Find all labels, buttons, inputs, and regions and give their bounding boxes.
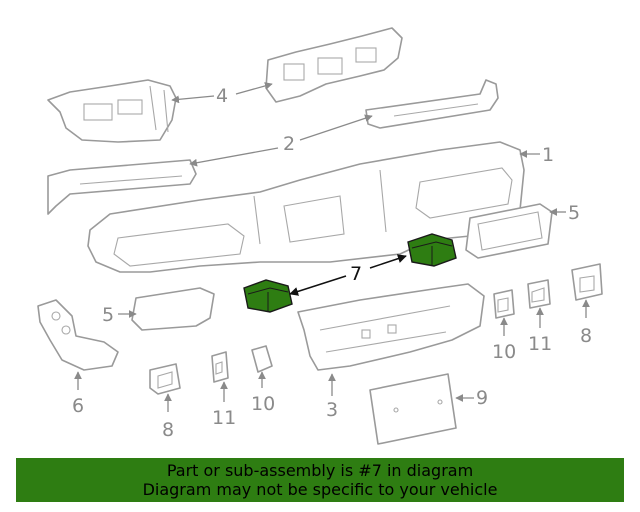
part-8-left-clip — [149, 363, 181, 395]
part-8-right-clip — [571, 263, 603, 301]
leader-4-left — [171, 95, 215, 104]
banner-line-part: Part or sub-assembly is #7 in diagram — [166, 461, 474, 480]
callout-1: 1 — [542, 144, 554, 166]
callout-5-left: 5 — [102, 304, 114, 326]
callout-10-right: 10 — [492, 341, 516, 363]
banner-line-disclaimer: Diagram may not be specific to your vehi… — [142, 480, 498, 499]
part-6-tow-hook — [37, 299, 119, 371]
leader-4-right — [235, 82, 273, 95]
part-7-highlighted-bracket-right[interactable] — [407, 233, 457, 267]
part-9-license-plate — [369, 373, 457, 445]
leader-7-left — [289, 275, 347, 296]
part-2-left-step-pad — [47, 159, 197, 215]
leader-7-right — [369, 254, 407, 269]
part-11-right-clip — [527, 279, 551, 309]
callout-8-right: 8 — [580, 325, 592, 347]
callout-3: 3 — [326, 399, 338, 421]
part-2-right-step-pad — [365, 79, 499, 129]
callout-2: 2 — [283, 133, 295, 155]
part-11-left-clip — [211, 351, 229, 383]
part-7-highlighted-bracket-left[interactable] — [243, 279, 293, 313]
leader-2-right — [299, 114, 373, 141]
callout-7: 7 — [350, 263, 362, 285]
callout-11-right: 11 — [528, 333, 552, 355]
part-4-left-bracket — [47, 79, 177, 143]
parts-diagram: 4 2 1 5 5 7 6 3 9 8 8 10 10 11 11 — [37, 27, 603, 445]
part-5-right-trim — [465, 203, 553, 259]
part-5-left-trim — [131, 287, 215, 331]
callout-5-right: 5 — [568, 202, 580, 224]
callout-8-left: 8 — [162, 419, 174, 441]
part-4-right-bracket — [265, 27, 403, 103]
part-3-valance — [297, 283, 485, 371]
callout-9: 9 — [476, 387, 488, 409]
highlight-notice-banner: Part or sub-assembly is #7 in diagram Di… — [16, 458, 624, 502]
callout-11-left: 11 — [212, 407, 236, 429]
part-10-left-clip — [251, 345, 273, 373]
callout-6: 6 — [72, 395, 84, 417]
leader-2-left — [189, 147, 279, 167]
callout-4: 4 — [216, 85, 228, 107]
callout-10-left: 10 — [251, 393, 275, 415]
part-10-right-clip — [493, 289, 515, 319]
part-1-bumper — [87, 141, 525, 273]
